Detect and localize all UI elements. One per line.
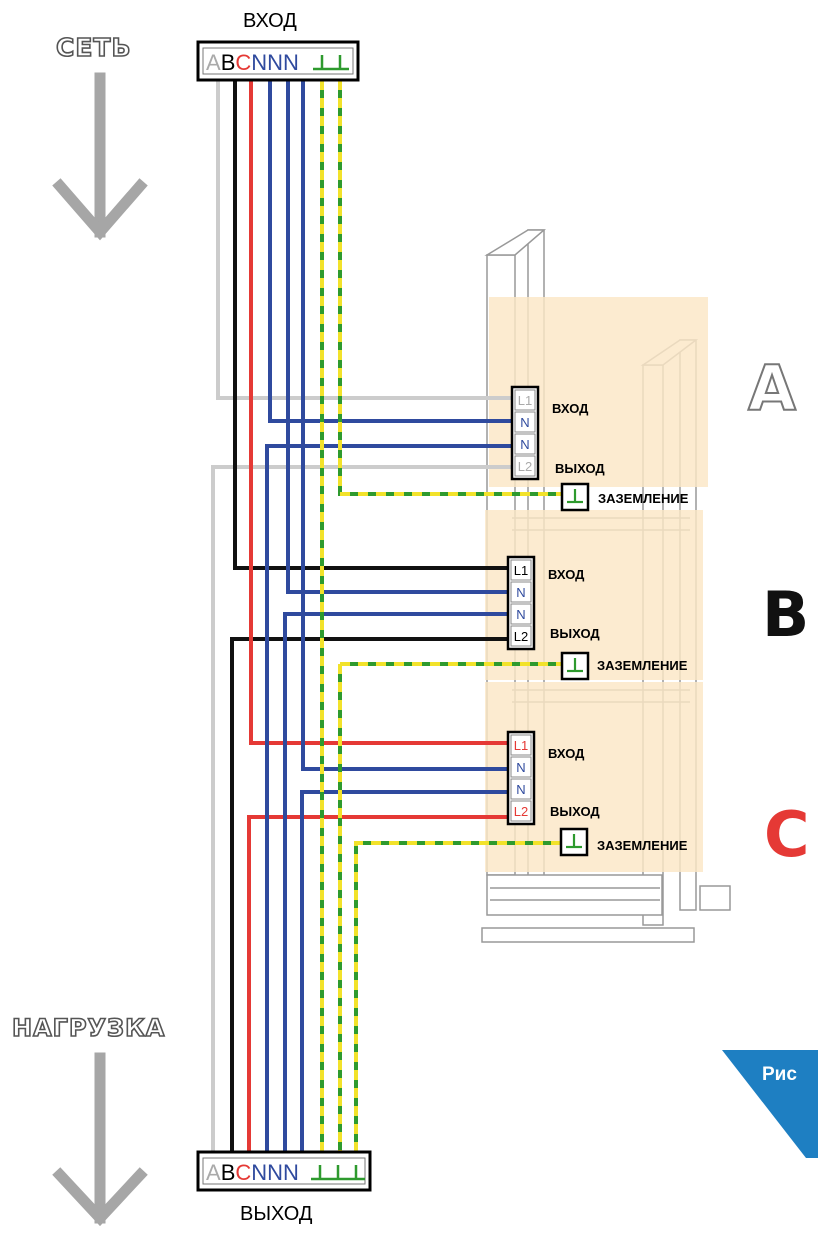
wire-neutral-a-out [265,444,512,1152]
terminal-cell [510,800,532,822]
input-terminal-labels: ABCNNN [206,50,299,75]
terminal-label-l2: L2 [518,459,532,474]
input-caption: ВХОД [243,10,297,32]
wire-neutral-c-in [301,80,508,771]
phase-a-ground-label: ЗАЗЕМЛЕНИЕ [598,491,689,506]
wire-phase-c-out [247,815,508,1152]
phase-c-letter: C [764,798,810,871]
terminal-cell [514,433,536,455]
terminal-label-n1: N [516,585,525,600]
phase-b-input-label: ВХОД [548,567,585,582]
phase-b-ground-label: ЗАЗЕМЛЕНИЕ [597,658,688,673]
wire-neutral-b-out [283,612,508,1152]
phase-a-output-label: ВЫХОД [555,461,605,476]
terminal-label-l1: L1 [514,563,528,578]
phase-a-letter: A [747,351,797,426]
output-caption: ВЫХОД [240,1203,313,1225]
ground-symbol-icon [313,55,349,71]
wire-phase-b-in [233,80,508,570]
ground-symbol-icon [566,834,582,849]
wire-phase-a-in [216,80,512,400]
terminal-cell [510,559,532,581]
terminal-cell [510,581,532,603]
wire-layer [211,80,562,1152]
wire-phase-a-out [211,465,512,1152]
phase-c-ground-label: ЗАЗЕМЛЕНИЕ [597,838,688,853]
terminal-label-n1: N [520,415,529,430]
phase-a-input-label: ВХОД [552,401,589,416]
terminal-label-l2: L2 [514,629,528,644]
network-arrow-icon [52,72,148,241]
terminal-cell [514,455,536,477]
output-terminal-block: ABCNNN [196,1150,372,1192]
terminal-label-n2: N [520,437,529,452]
phase-b-letter: B [762,578,810,651]
figure-badge-text: Рис [762,1064,797,1085]
terminal-cell [510,778,532,800]
load-arrow-icon [52,1052,148,1227]
terminal-cell [510,625,532,647]
terminal-label-l1: L1 [518,393,532,408]
terminal-cell [510,756,532,778]
terminal-label-l1: L1 [514,738,528,753]
wire-neutral-a-in [268,80,512,423]
wire-ground-a-stripe [338,80,562,496]
terminal-cell [510,603,532,625]
terminal-label-n2: N [516,607,525,622]
terminal-label-l2: L2 [514,804,528,819]
phase-c-output-label: ВЫХОД [550,804,600,819]
load-label: НАГРУЗКА [11,1013,166,1043]
terminal-cell [510,734,532,756]
ground-symbol-icon [567,489,583,504]
wire-ground-c-stripe [354,841,561,1152]
wire-phase-b-out [230,637,508,1152]
terminal-cell [514,389,536,411]
ground-terminal [560,651,590,681]
wire-neutral-b-in [286,80,508,594]
ground-symbol-icon [567,658,583,673]
wire-phase-c-in [249,80,508,745]
wire-neutral-c-out [300,790,508,1152]
phase-b-output-label: ВЫХОД [550,626,600,641]
output-terminal-labels: ABCNNN [206,1160,299,1185]
phase-c-input-label: ВХОД [548,746,585,761]
network-label: СЕТЬ [55,32,132,63]
input-terminal-block: ABCNNN [196,40,360,82]
terminal-cell [514,411,536,433]
ground-symbol-icon [311,1165,365,1181]
terminal-label-n1: N [516,760,525,775]
terminal-label-n2: N [516,782,525,797]
